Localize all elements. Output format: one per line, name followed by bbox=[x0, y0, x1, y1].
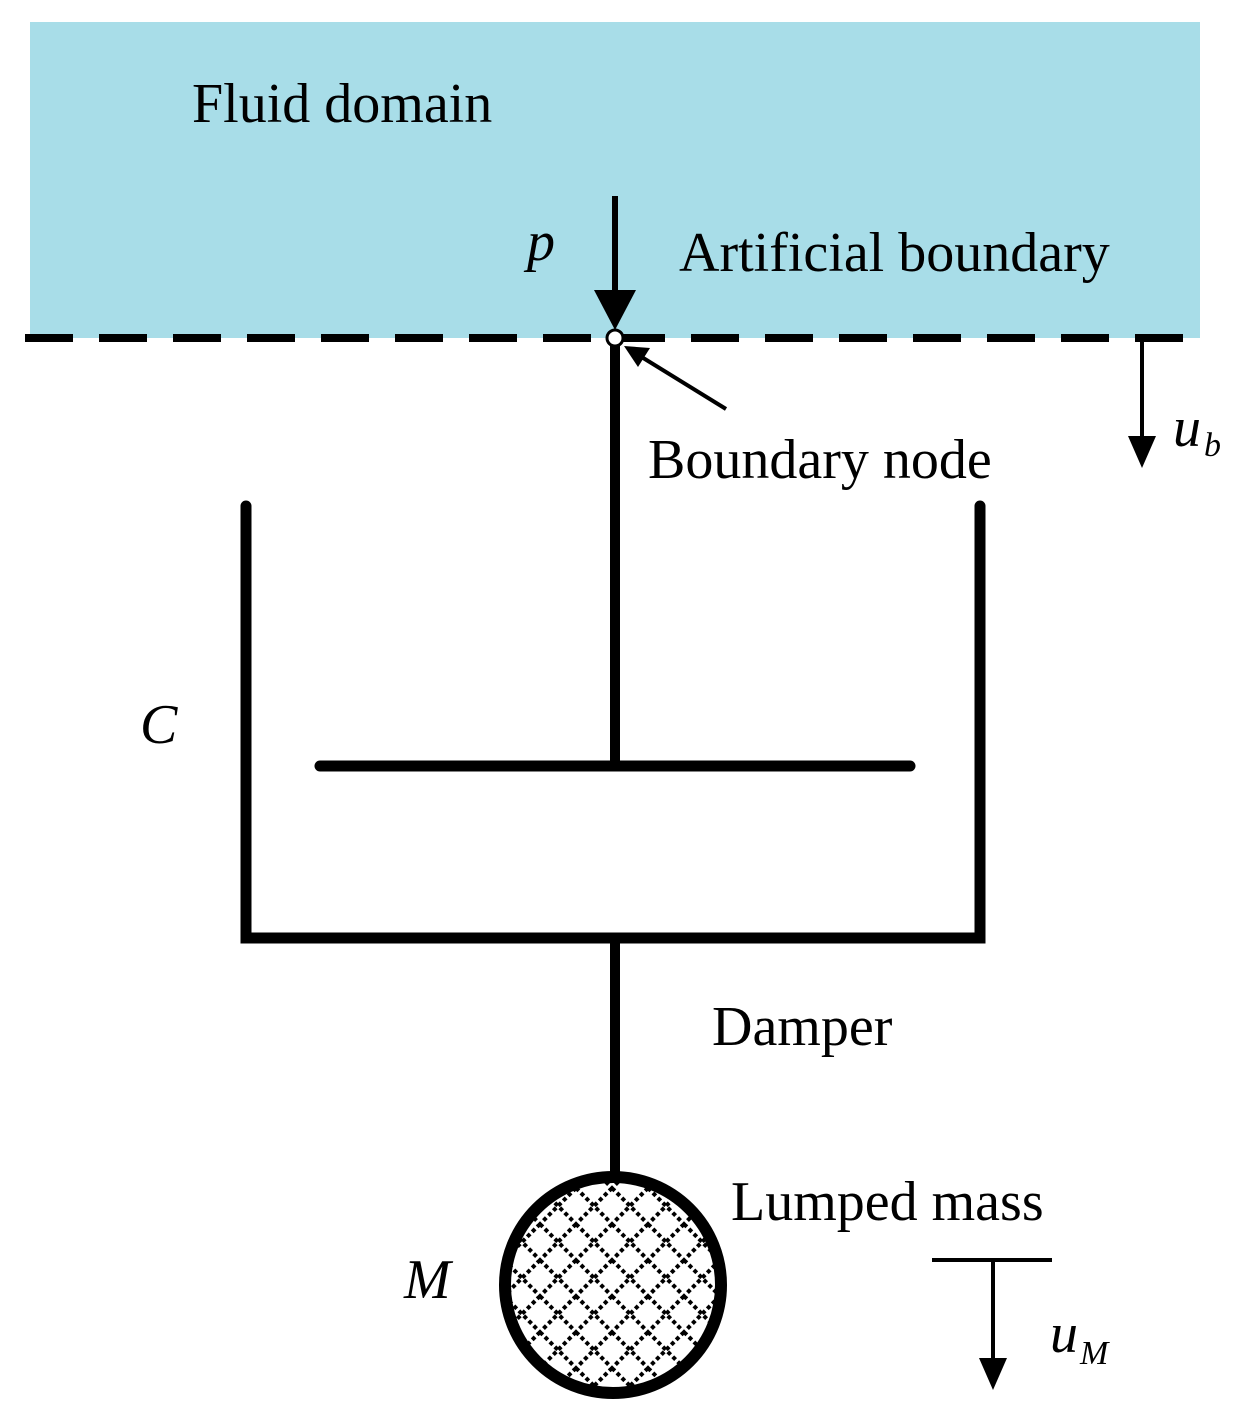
lumped-mass-ball bbox=[499, 1171, 727, 1399]
boundary-displacement-arrow bbox=[1128, 338, 1156, 468]
boundary-displacement-label: u b bbox=[1173, 397, 1221, 464]
u-b-base: u bbox=[1173, 397, 1201, 459]
boundary-node-pointer bbox=[624, 346, 728, 411]
u-b-subscript: b bbox=[1204, 427, 1221, 464]
u-m-base: u bbox=[1050, 1303, 1078, 1365]
pressure-symbol: p bbox=[523, 211, 555, 273]
u-m-subscript: M bbox=[1079, 1335, 1110, 1372]
mass-displacement-arrow bbox=[932, 1258, 1052, 1390]
boundary-node-marker bbox=[605, 328, 625, 348]
mass-displacement-label: u M bbox=[1050, 1303, 1110, 1372]
lumped-mass-label: Lumped mass bbox=[731, 1171, 1044, 1233]
fluid-domain-label: Fluid domain bbox=[192, 73, 492, 135]
mass-symbol: M bbox=[403, 1249, 454, 1311]
damping-coefficient-symbol: C bbox=[140, 694, 178, 756]
artificial-boundary-label: Artificial boundary bbox=[679, 222, 1110, 284]
boundary-node-label: Boundary node bbox=[648, 429, 992, 491]
pressure-arrow bbox=[594, 196, 636, 330]
damper-label: Damper bbox=[712, 996, 893, 1058]
